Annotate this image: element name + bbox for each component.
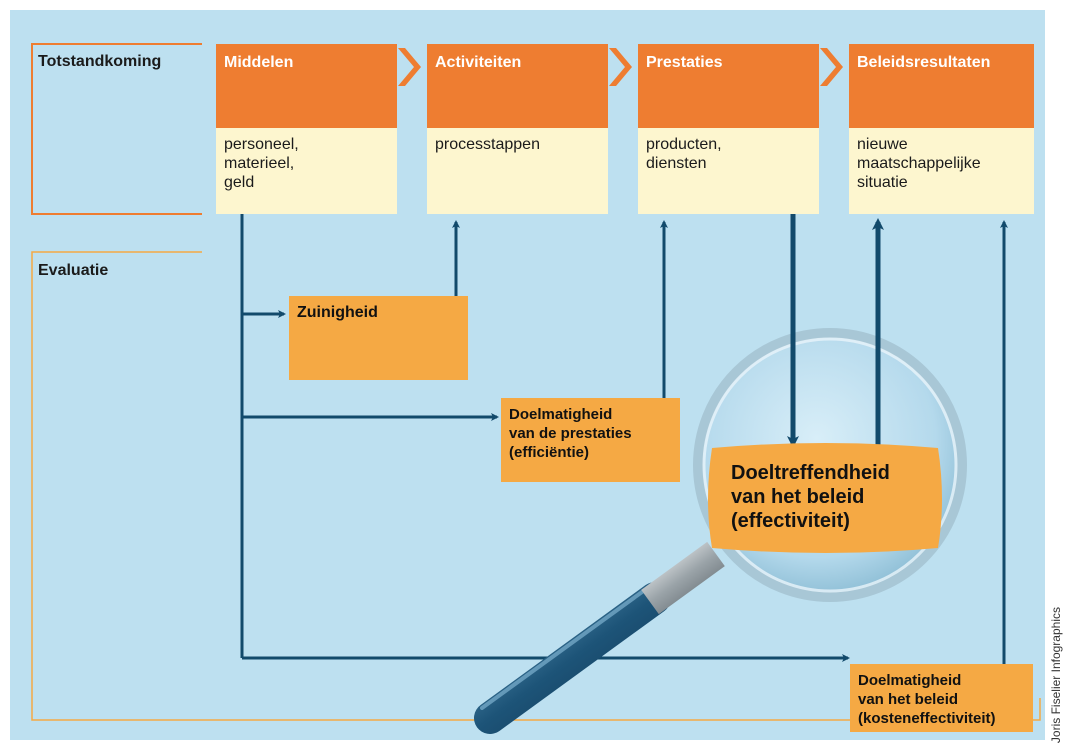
stage-header-middelen: Middelen — [216, 44, 397, 128]
evaluation-doeltreffendheid: Doeltreffendheid van het beleid (effecti… — [731, 462, 890, 532]
stage-title: Middelen — [224, 54, 294, 71]
bracket-evaluatie — [31, 251, 1041, 721]
doeltreffendheid-box — [708, 443, 942, 553]
evaluation-doelmatigheid-prestaties: Doelmatigheid van de prestaties (efficië… — [501, 398, 680, 482]
section-label-evaluatie: Evaluatie — [38, 262, 109, 279]
stage-title: Activiteiten — [435, 54, 522, 71]
chevron-right-icon — [820, 48, 843, 86]
stage-header-activiteiten: Activiteiten — [427, 44, 608, 128]
stage-body-activiteiten: processtappen — [427, 128, 608, 214]
stage-title: Prestaties — [646, 54, 723, 71]
section-label-totstandkoming: Totstandkoming — [38, 53, 162, 70]
evaluation-zuinigheid: Zuinigheid — [289, 296, 468, 380]
chevron-right-icon — [609, 48, 632, 86]
stage-header-prestaties: Prestaties — [638, 44, 819, 128]
stage-body-middelen: personeel, materieel, geld — [216, 128, 397, 214]
bracket-totstandkoming — [31, 43, 202, 215]
credit-text: Joris Fiselier Infographics — [1049, 606, 1063, 743]
chevron-right-icon — [398, 48, 421, 86]
stage-header-beleidsresultaten: Beleidsresultaten — [849, 44, 1034, 128]
stage-body-beleidsresultaten: nieuwe maatschappelijke situatie — [849, 128, 1034, 214]
stage-body-prestaties: producten, diensten — [638, 128, 819, 214]
evaluation-doelmatigheid-beleid: Doelmatigheid van het beleid (kosteneffe… — [850, 664, 1033, 732]
stage-title: Beleidsresultaten — [857, 54, 991, 71]
